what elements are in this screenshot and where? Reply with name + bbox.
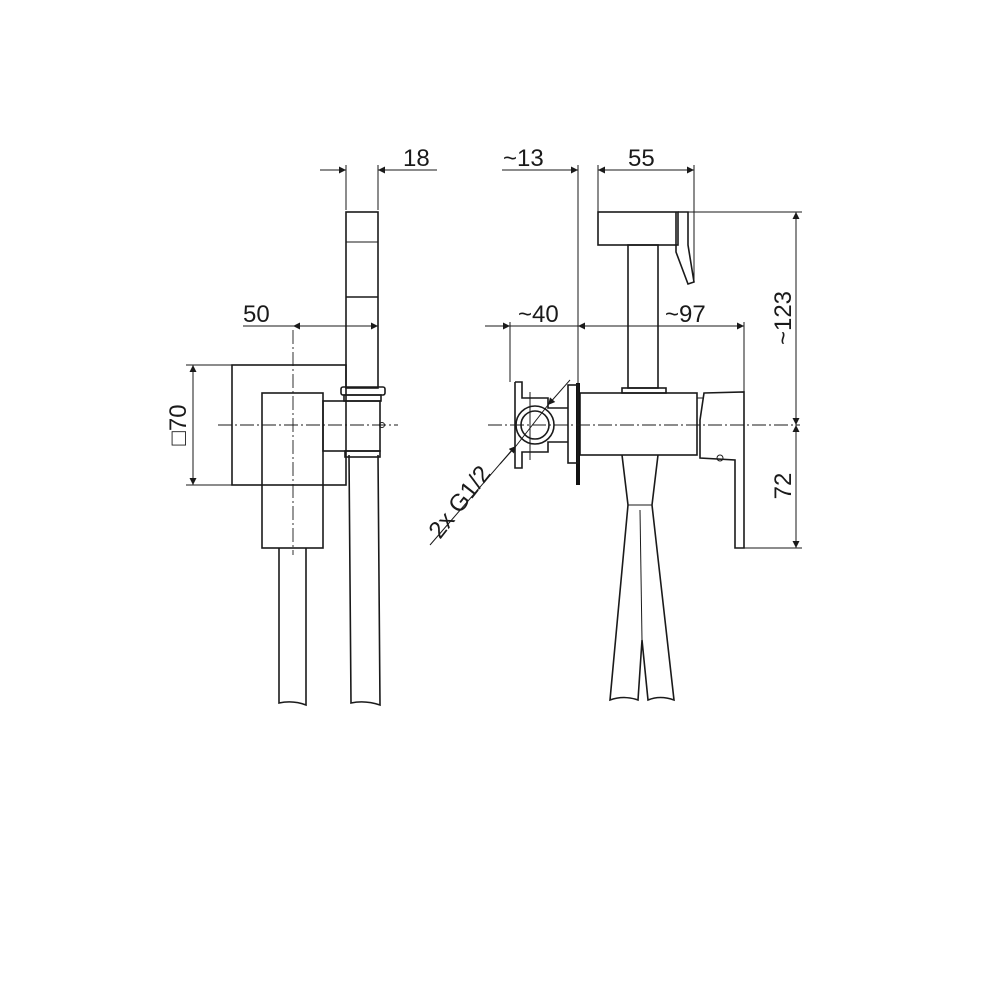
front-view: 2x G1/2 ~13 55 ~40 ~97 ~123 72: [423, 145, 802, 702]
side-handset: [345, 211, 379, 389]
dim-height-above: ~123: [770, 291, 797, 345]
side-hose-left: [278, 548, 307, 707]
side-holder: [322, 400, 381, 452]
side-view: 18 50 □70: [165, 145, 437, 707]
front-valve-body: [579, 392, 698, 456]
front-handset-stem: [627, 244, 659, 389]
front-lever-handle: [699, 391, 745, 549]
side-hose-right: [348, 454, 381, 707]
dim-head-width: 55: [628, 145, 655, 172]
dim-connection-depth: ~40: [518, 301, 559, 328]
dim-plate-size: □70: [165, 404, 192, 445]
dim-thread: 2x G1/2: [423, 461, 496, 544]
dim-projection: ~97: [665, 301, 706, 328]
front-spray-head: [597, 211, 679, 246]
side-valve-body: [261, 392, 324, 549]
dim-height-below: 72: [770, 473, 797, 500]
dim-wall-offset: ~13: [503, 145, 544, 172]
front-hose: [609, 454, 675, 702]
dim-handset-width: 18: [403, 145, 430, 172]
dim-center-offset: 50: [243, 301, 270, 328]
